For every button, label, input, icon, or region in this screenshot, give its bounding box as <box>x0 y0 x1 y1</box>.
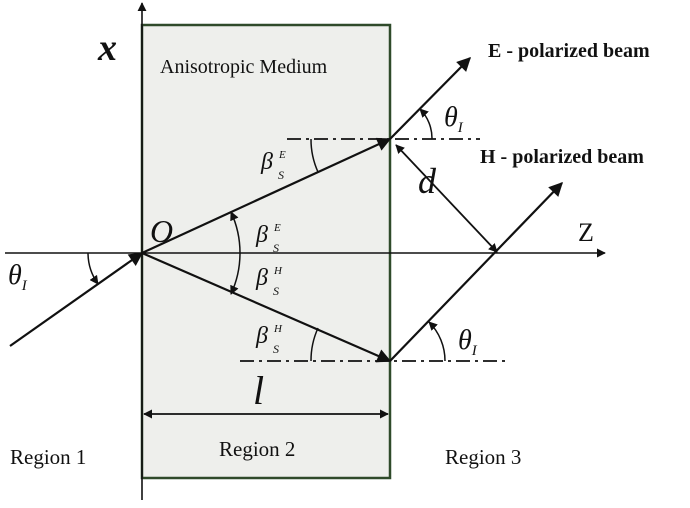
e-refracted-beam <box>141 137 392 254</box>
theta-h-exit-label: θI <box>458 325 478 359</box>
thickness-l-label: l <box>253 368 264 413</box>
beta-h-arc-origin <box>230 252 241 295</box>
theta-e-exit-arc <box>419 108 433 140</box>
separation-d-label: d <box>418 161 437 201</box>
h-polarized-outgoing-beam <box>389 181 563 362</box>
incident-angle-arc <box>87 252 99 285</box>
beta-e-arc-exit <box>310 138 319 173</box>
beta-e-arc-origin <box>230 211 241 254</box>
separation-d-arrow <box>395 144 498 253</box>
e-polarized-outgoing-beam <box>389 57 471 140</box>
beta-h-arc-exit <box>310 327 319 362</box>
theta-incident-label: θI <box>8 260 28 294</box>
x-axis-label: x <box>97 27 117 69</box>
h-polarized-beam-label: H - polarized beam <box>480 146 644 168</box>
incident-beam <box>9 252 144 347</box>
theta-h-exit-arc <box>428 321 446 362</box>
region-2-label: Region 2 <box>219 437 295 461</box>
medium-label: Anisotropic Medium <box>160 56 328 78</box>
region-3-label: Region 3 <box>445 445 521 469</box>
region-1-label: Region 1 <box>10 445 86 469</box>
anisotropic-medium-slab <box>140 23 392 480</box>
origin-label: O <box>150 213 173 249</box>
z-axis-label: Z <box>578 218 594 247</box>
theta-e-exit-label: θI <box>444 102 464 136</box>
e-polarized-beam-label: E - polarized beam <box>488 40 650 62</box>
h-refracted-beam <box>141 251 392 363</box>
